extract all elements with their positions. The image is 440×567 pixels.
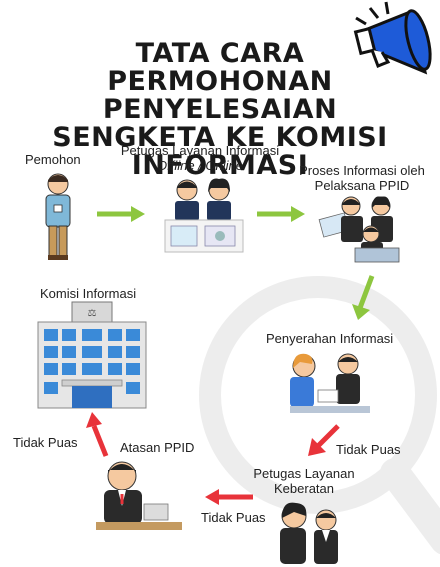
node-label-petugas-layanan: Petugas Layanan Informasi Offline / Onli… (112, 143, 288, 173)
edge-label-tidak-puas-penyerahan-keberatan: Tidak Puas (336, 442, 401, 457)
node-label-penyerahan: Penyerahan Informasi (266, 331, 394, 346)
atasan-ppid-laptop-icon (96, 461, 182, 530)
page-title: TATA CARA PERMOHONAN PENYELESAIAN SENGKE… (0, 40, 440, 180)
petugas-layanan-desk-icon (164, 178, 244, 253)
arrow-penyerahan-to-keberatan (308, 424, 340, 456)
node-label-proses-line1: Proses Informasi oleh (299, 163, 425, 178)
node-label-petugas-layanan-line1: Petugas Layanan Informasi (120, 143, 280, 158)
node-label-pemohon: Pemohon (25, 152, 81, 167)
node-label-keberatan-line2: Keberatan (274, 481, 334, 496)
title-line-3: SENGKETA KE KOMISI INFORMASI (52, 122, 388, 181)
edge-label-tidak-puas-keberatan-atasan: Tidak Puas (201, 510, 266, 525)
pemohon-person-icon (45, 173, 71, 260)
proses-informasi-group-icon (318, 196, 400, 263)
node-label-komisi: Komisi Informasi (40, 286, 137, 301)
arrow-pemohon-to-petugas (97, 206, 145, 222)
arrow-keberatan-to-atasan (205, 489, 253, 505)
svg-text:⚖: ⚖ (88, 308, 97, 319)
node-label-proses: Proses Informasi oleh Pelaksana PPID (286, 163, 438, 193)
petugas-keberatan-meeting-icon (280, 502, 338, 564)
node-label-keberatan-line1: Petugas Layanan (253, 466, 355, 481)
komisi-informasi-building-icon: ⚖ (37, 301, 147, 409)
penyerahan-informasi-handover-icon (290, 353, 370, 413)
arrow-petugas-to-proses (257, 206, 305, 222)
megaphone-icon (353, 1, 432, 75)
node-label-atasan: Atasan PPID (120, 440, 195, 455)
node-label-petugas-layanan-line2: Offline / Online (157, 158, 243, 173)
node-label-keberatan: Petugas Layanan Keberatan (246, 466, 362, 496)
title-line-1: TATA CARA (135, 38, 305, 69)
node-label-proses-line2: Pelaksana PPID (314, 178, 410, 193)
arrow-atasan-to-komisi (86, 412, 109, 457)
arrow-proses-to-penyerahan (352, 275, 375, 320)
edge-label-tidak-puas-atasan-komisi: Tidak Puas (13, 435, 78, 450)
title-line-2: PERMOHONAN PENYELESAIAN (102, 66, 338, 125)
